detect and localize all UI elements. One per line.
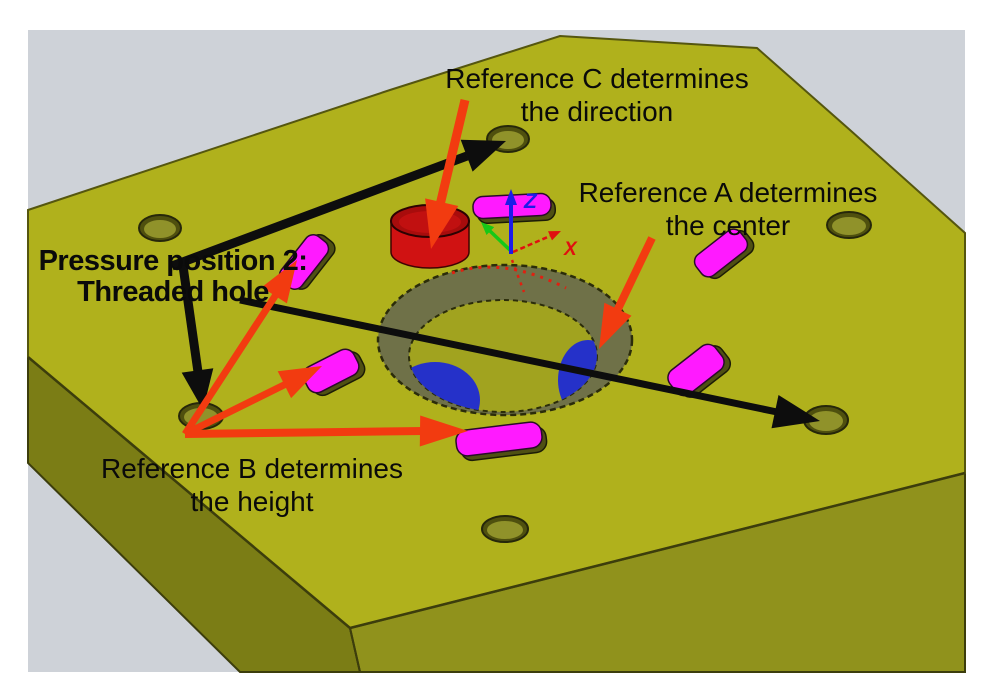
x-axis-arrow	[512, 231, 561, 254]
red-arrow-pad-4	[183, 366, 322, 438]
datum-dashes	[451, 259, 567, 293]
locating-hole-bottom	[481, 515, 529, 543]
annotation-reference-b: Reference B determines the height	[101, 453, 403, 517]
central-bore	[376, 263, 634, 417]
annotation-reference-c: Reference C determines the direction	[445, 63, 749, 127]
red-arrow-cylinder	[425, 98, 470, 249]
pressure-pad-4	[302, 348, 366, 397]
plate-corner-edge	[349, 627, 361, 673]
z-axis-label: Z	[523, 190, 538, 213]
annotation-reference-a: Reference A determines the center	[578, 177, 878, 241]
coordinate-system: Z X	[481, 189, 578, 260]
black-arrow-right-hole	[239, 296, 820, 429]
locating-hole-top-right	[826, 211, 872, 239]
z-axis-arrow	[505, 189, 517, 254]
red-arrow-center	[599, 236, 656, 349]
black-arrows	[170, 139, 820, 429]
black-arrow-reference-c	[170, 139, 506, 271]
plate-edge	[27, 356, 351, 629]
locating-hole-top-left	[138, 214, 182, 242]
pressure-pads	[278, 192, 755, 462]
red-arrows	[182, 98, 656, 447]
red-arrow-pad-1	[182, 260, 297, 436]
x-axis-label: X	[563, 239, 578, 260]
pressure-pad-3	[693, 228, 755, 280]
annotation-pressure-position: Pressure position 2: Threaded hole	[38, 245, 308, 308]
plate-edge	[349, 471, 966, 630]
pressure-pad-6	[667, 343, 732, 398]
locating-hole-right	[803, 405, 849, 435]
pressure-pad-5	[455, 421, 548, 462]
red-arrow-pad-5	[184, 415, 468, 447]
